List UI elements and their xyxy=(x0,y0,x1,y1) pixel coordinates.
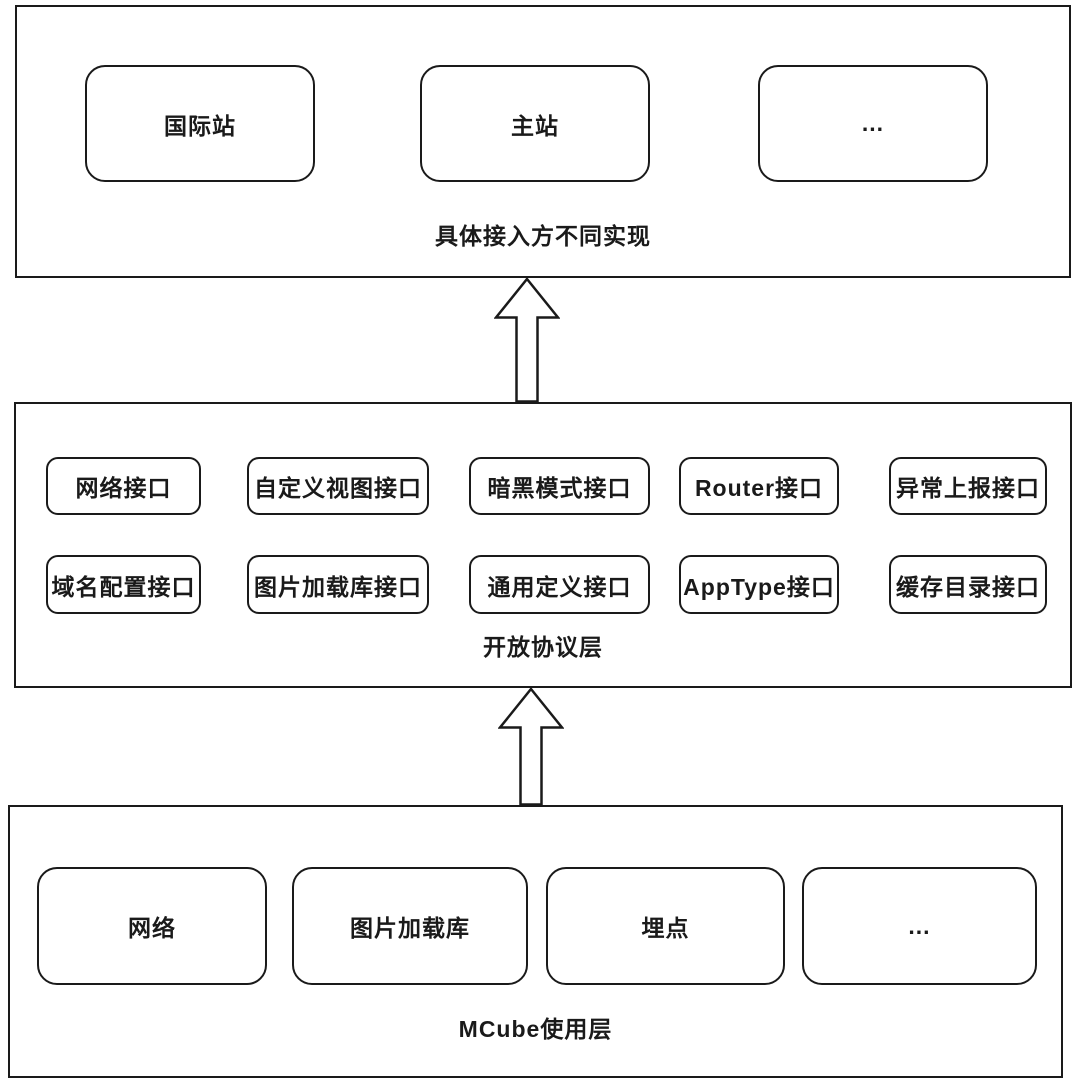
box-label: 图片加载库 xyxy=(350,915,470,941)
box-label: ... xyxy=(861,110,885,136)
box-label: 域名配置接口 xyxy=(51,573,196,600)
box-label: 缓存目录接口 xyxy=(896,573,1040,600)
box-label: 国际站 xyxy=(164,112,236,139)
box-label: 暗黑模式接口 xyxy=(487,475,632,501)
box-dark-mode-api: 暗黑模式接口 xyxy=(469,457,650,515)
layer-access-implementations: 国际站 主站 ... 具体接入方不同实现 xyxy=(15,5,1071,278)
box-common-definition-api: 通用定义接口 xyxy=(469,555,650,614)
box-main-site: 主站 xyxy=(420,65,650,182)
arrow-up-icon xyxy=(498,687,564,806)
box-analytics-tracking: 埋点 xyxy=(546,867,785,985)
box-network-api: 网络接口 xyxy=(46,457,201,515)
layer-open-protocol: 网络接口 自定义视图接口 暗黑模式接口 Router接口 异常上报接口 域名配置… xyxy=(14,402,1072,688)
box-label: 网络 xyxy=(128,915,176,941)
box-label: Router接口 xyxy=(694,475,824,501)
layer-label-mcube: MCube使用层 xyxy=(458,1016,613,1042)
box-international-site: 国际站 xyxy=(85,65,315,182)
box-network: 网络 xyxy=(37,867,267,985)
box-label: 埋点 xyxy=(641,915,690,941)
arrow-up-icon xyxy=(494,277,560,403)
box-label: 图片加载库接口 xyxy=(254,573,422,600)
layer-label-access: 具体接入方不同实现 xyxy=(435,223,651,249)
box-label: AppType接口 xyxy=(683,573,835,600)
box-label: ... xyxy=(908,912,931,939)
box-label: 自定义视图接口 xyxy=(254,475,422,501)
box-label: 异常上报接口 xyxy=(896,475,1040,501)
box-router-api: Router接口 xyxy=(679,457,839,515)
box-apptype-api: AppType接口 xyxy=(679,555,839,614)
layer-label-protocol: 开放协议层 xyxy=(483,634,603,660)
box-label: 主站 xyxy=(511,112,559,139)
box-ellipsis-top: ... xyxy=(758,65,988,182)
box-label: 通用定义接口 xyxy=(487,573,632,600)
box-domain-config-api: 域名配置接口 xyxy=(46,555,201,614)
box-label: 网络接口 xyxy=(75,475,172,501)
box-image-loader-api: 图片加载库接口 xyxy=(247,555,429,614)
layer-mcube-usage: 网络 图片加载库 埋点 ... MCube使用层 xyxy=(8,805,1063,1078)
box-custom-view-api: 自定义视图接口 xyxy=(247,457,429,515)
box-cache-dir-api: 缓存目录接口 xyxy=(889,555,1047,614)
box-exception-report-api: 异常上报接口 xyxy=(889,457,1047,515)
box-ellipsis-bottom: ... xyxy=(802,867,1037,985)
box-image-loader: 图片加载库 xyxy=(292,867,528,985)
